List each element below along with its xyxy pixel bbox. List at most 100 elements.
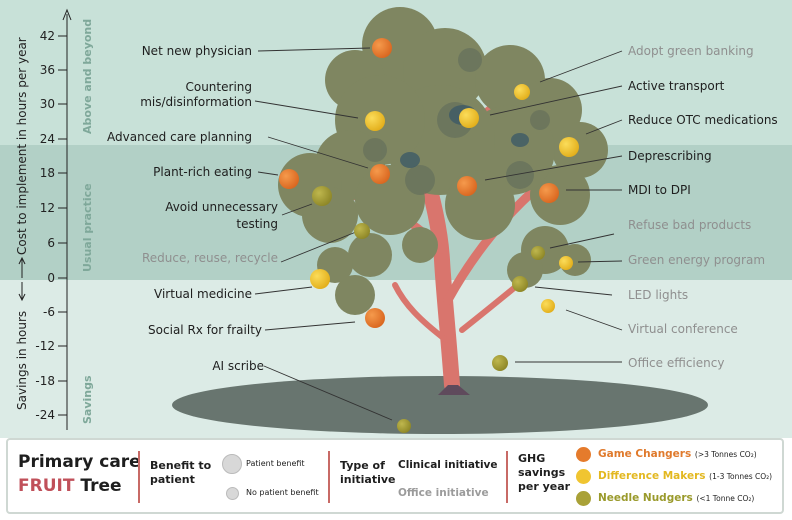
- band-label-above: Above and beyond: [81, 19, 94, 134]
- trunk-base: [438, 385, 470, 395]
- patient-benefit-label: Patient benefit: [246, 459, 305, 468]
- fruit-advanced-care: [370, 164, 390, 184]
- fruit-ai-scribe: [397, 419, 411, 433]
- fruit-social-rx: [365, 308, 385, 328]
- fruit-net-new-physician: [372, 38, 392, 58]
- clinical-initiative-label: Clinical initiative: [398, 459, 498, 471]
- label-countering-1: Countering: [185, 80, 252, 94]
- band-label-usual: Usual practice: [81, 183, 94, 272]
- game-changers-sub: (>3 Tonnes CO₂): [694, 450, 757, 459]
- label-mdi-dpi: MDI to DPI: [628, 183, 691, 197]
- tick-neg24: -24: [35, 408, 55, 422]
- type-header-line1: Type of: [340, 459, 385, 472]
- label-led-lights: LED lights: [628, 288, 688, 302]
- tick-neg12: -12: [35, 339, 55, 353]
- right-labels: Adopt green banking Active transport Red…: [628, 44, 778, 370]
- fruit-refuse-bad: [531, 246, 545, 260]
- label-ai-scribe: AI scribe: [212, 359, 264, 373]
- tick-neg18: -18: [35, 374, 55, 388]
- label-avoid-1: Avoid unnecessary: [165, 200, 278, 214]
- benefit-header: Benefit to patient: [150, 459, 211, 487]
- tick-12: 12: [40, 201, 55, 215]
- label-advanced-care: Advanced care planning: [107, 130, 252, 144]
- cost-arrow: [18, 256, 26, 278]
- label-green-energy: Green energy program: [628, 253, 765, 267]
- fruit-reduce-otc: [559, 137, 579, 157]
- fruit-reduce-reuse: [354, 223, 370, 239]
- legend-title-fruit: FRUIT: [18, 476, 75, 496]
- difference-makers-swatch: [576, 469, 591, 484]
- fruit-led-lights: [512, 276, 528, 292]
- no-patient-benefit-label: No patient benefit: [246, 488, 319, 497]
- needle-nudgers-swatch: [576, 491, 591, 506]
- benefit-header-line1: Benefit to: [150, 459, 212, 472]
- fruits: [279, 38, 579, 433]
- y-axis-title-savings: Savings in hours: [15, 311, 29, 410]
- patient-benefit-swatch: [222, 454, 242, 474]
- fruit-green-energy: [559, 256, 573, 270]
- fruit-office-efficiency: [492, 355, 508, 371]
- fruit-adopt-banking: [514, 84, 530, 100]
- difference-makers-name: Difference Makers: [598, 470, 706, 482]
- tick-42: 42: [40, 29, 55, 43]
- legend-title-tree: Tree: [80, 476, 122, 496]
- tick-neg6: -6: [43, 305, 55, 319]
- band-label-savings: Savings: [81, 375, 94, 424]
- ghg-header-line3: per year: [518, 480, 571, 493]
- label-avoid-2: testing: [236, 217, 278, 231]
- label-office-efficiency: Office efficiency: [628, 356, 724, 370]
- fruit-plant-rich: [279, 169, 299, 189]
- label-refuse-bad: Refuse bad products: [628, 218, 751, 232]
- label-virtual-conference: Virtual conference: [628, 322, 738, 336]
- y-axis: [58, 8, 72, 430]
- office-initiative-label: Office initiative: [398, 487, 489, 499]
- savings-arrow: [18, 282, 26, 302]
- tick-24: 24: [40, 132, 55, 146]
- fruit-virtual-conference: [541, 299, 555, 313]
- ground-shadow: [172, 376, 708, 434]
- ghg-header-line1: GHG: [518, 452, 546, 465]
- tick-36: 36: [40, 63, 55, 77]
- tick-6: 6: [47, 236, 55, 250]
- label-plant-rich: Plant-rich eating: [153, 165, 252, 179]
- legend-divider-3: [506, 451, 508, 503]
- label-reduce-otc: Reduce OTC medications: [628, 113, 778, 127]
- fruit-avoid-testing: [312, 186, 332, 206]
- fruit-deprescribing: [457, 176, 477, 196]
- label-deprescribing: Deprescribing: [628, 149, 712, 163]
- leader-lines: [254, 47, 623, 421]
- y-tick-labels: 42 36 30 24 18 12 6 0 -6 -12 -18 -24: [35, 29, 55, 422]
- needle-nudgers-name: Needle Nudgers: [598, 492, 693, 504]
- tick-30: 30: [40, 97, 55, 111]
- benefit-header-line2: patient: [150, 473, 195, 486]
- y-axis-title-cost: Cost to implement in hours per year: [15, 37, 29, 255]
- fruit-active-transport: [459, 108, 479, 128]
- fruit-countering: [365, 111, 385, 131]
- tick-18: 18: [40, 166, 55, 180]
- difference-makers-label: Difference Makers (1-3 Tonnes CO₂): [598, 470, 772, 482]
- label-reduce-reuse: Reduce, reuse, recycle: [142, 251, 278, 265]
- ghg-header: GHG savings per year: [518, 452, 570, 494]
- label-countering-2: mis/disinformation: [140, 95, 252, 109]
- label-social-rx: Social Rx for frailty: [148, 323, 262, 337]
- band-labels: Above and beyond Usual practice Savings: [81, 19, 94, 424]
- type-header: Type of initiative: [340, 459, 395, 487]
- needle-nudgers-sub: (<1 Tonne CO₂): [696, 494, 755, 503]
- game-changers-name: Game Changers: [598, 448, 692, 460]
- game-changers-swatch: [576, 447, 591, 462]
- legend-divider-2: [328, 451, 330, 503]
- fruit-virtual-medicine: [310, 269, 330, 289]
- label-virtual-medicine: Virtual medicine: [154, 287, 252, 301]
- label-active-transport: Active transport: [628, 79, 725, 93]
- left-labels: Net new physician Countering mis/disinfo…: [107, 44, 278, 373]
- tick-0: 0: [47, 271, 55, 285]
- label-adopt-banking: Adopt green banking: [628, 44, 754, 58]
- legend-title-line1: Primary care: [18, 452, 141, 472]
- game-changers-label: Game Changers (>3 Tonnes CO₂): [598, 448, 757, 460]
- needle-nudgers-label: Needle Nudgers (<1 Tonne CO₂): [598, 492, 754, 504]
- difference-makers-sub: (1-3 Tonnes CO₂): [709, 472, 773, 481]
- no-patient-benefit-swatch: [226, 487, 239, 500]
- legend-divider-1: [138, 451, 140, 503]
